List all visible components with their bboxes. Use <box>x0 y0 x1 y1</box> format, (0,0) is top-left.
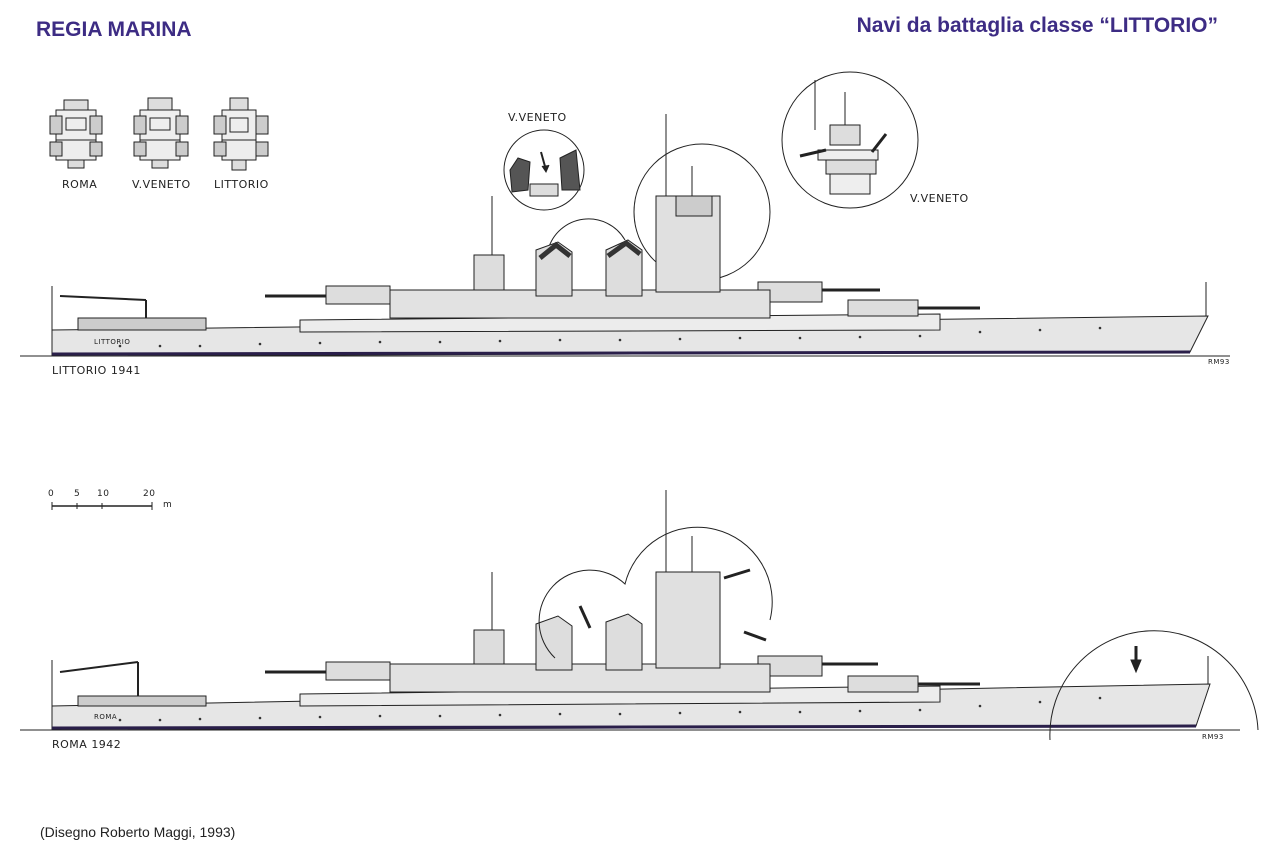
ship-caption-roma: ROMA 1942 <box>52 738 122 751</box>
signature-roma: RM93 <box>1202 733 1224 741</box>
ship-caption-littorio: LITTORIO 1941 <box>52 364 141 377</box>
variant-label-veneto: V.VENETO <box>132 178 191 191</box>
scale-tick-5: 5 <box>74 489 81 499</box>
hull-name-littorio: LITTORIO <box>94 338 131 346</box>
scale-tick-20: 20 <box>143 489 156 499</box>
drawing-credit: (Disegno Roberto Maggi, 1993) <box>40 824 236 840</box>
scale-tick-10: 10 <box>97 489 110 499</box>
scale-unit: m <box>163 500 173 510</box>
bridge-variant-veneto <box>133 97 189 169</box>
callout-label-veneto-funnel: V.VENETO <box>508 111 567 124</box>
veneto-bridge-detail-circle <box>781 71 919 209</box>
hull-name-roma: ROMA <box>94 713 118 721</box>
littorio-funnel-detail-circle <box>547 218 626 251</box>
ship-profile-littorio <box>20 114 1230 357</box>
header-right-title: Navi da battaglia classe “LITTORIO” <box>856 14 1218 37</box>
ship-profile-roma <box>20 490 1259 741</box>
header-left-title: REGIA MARINA <box>36 18 192 41</box>
callout-label-veneto-bridge: V.VENETO <box>910 192 969 205</box>
scale-bar <box>51 502 153 510</box>
veneto-funnel-detail-circle <box>503 129 585 211</box>
variant-label-roma: ROMA <box>62 178 98 191</box>
scale-tick-0: 0 <box>48 489 55 499</box>
bridge-variant-roma <box>49 99 103 169</box>
variant-label-littorio: LITTORIO <box>214 178 269 191</box>
bridge-variant-littorio <box>213 97 269 171</box>
signature-littorio: RM93 <box>1208 358 1230 366</box>
